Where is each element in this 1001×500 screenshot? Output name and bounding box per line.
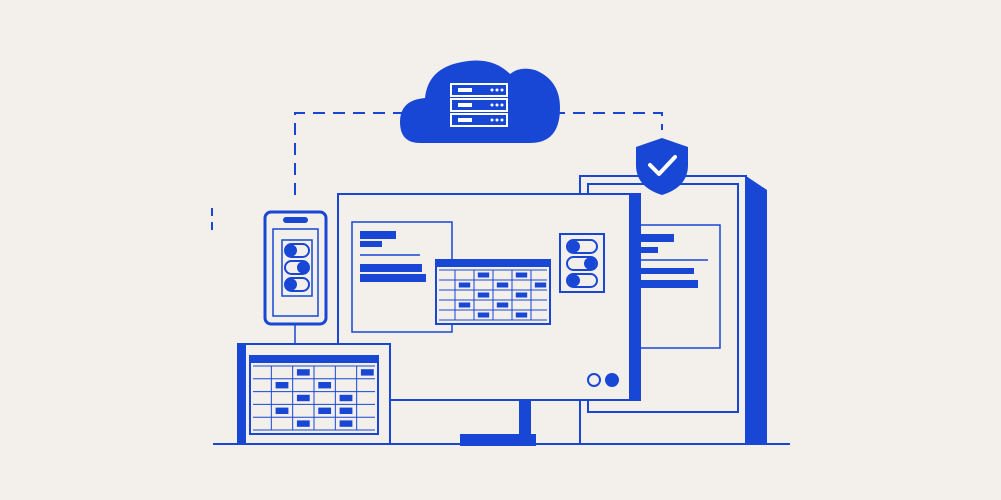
calendar-event-mark bbox=[496, 302, 509, 308]
calendar-event-mark bbox=[515, 292, 528, 298]
calendar-event-mark bbox=[477, 292, 490, 298]
calendar-event-mark bbox=[296, 369, 310, 376]
calendar-event-mark bbox=[515, 312, 528, 318]
laptop-calendar bbox=[249, 355, 379, 435]
calendar-event-mark bbox=[477, 312, 490, 318]
calendar-event-mark bbox=[296, 420, 310, 427]
monitor-button-filled bbox=[605, 373, 619, 387]
phone-toggle-panel bbox=[281, 239, 313, 297]
calendar-event-mark bbox=[477, 272, 490, 278]
server-rack-icon bbox=[450, 83, 508, 127]
laptop-calendar-icon bbox=[237, 343, 391, 445]
calendar-event-mark bbox=[496, 282, 509, 288]
calendar-event-mark bbox=[275, 382, 289, 389]
cloud-server-icon bbox=[400, 60, 560, 143]
calendar-event-mark bbox=[275, 407, 289, 414]
calendar-event-mark bbox=[458, 302, 471, 308]
shield-check-icon bbox=[636, 138, 688, 195]
calendar-event-mark bbox=[339, 394, 353, 402]
calendar-event-mark bbox=[534, 282, 547, 288]
monitor-button-outline bbox=[587, 373, 601, 387]
calendar-event-mark bbox=[458, 282, 471, 288]
monitor-calendar bbox=[435, 259, 551, 325]
calendar-event-mark bbox=[339, 420, 353, 427]
calendar-event-mark bbox=[515, 272, 528, 278]
calendar-event-mark bbox=[296, 394, 310, 402]
monitor-toggle-panel bbox=[559, 233, 605, 293]
calendar-event-mark bbox=[360, 369, 374, 376]
calendar-event-mark bbox=[318, 382, 332, 389]
smartphone-icon bbox=[263, 210, 328, 344]
calendar-event-mark bbox=[339, 407, 353, 414]
calendar-event-mark bbox=[318, 407, 332, 414]
